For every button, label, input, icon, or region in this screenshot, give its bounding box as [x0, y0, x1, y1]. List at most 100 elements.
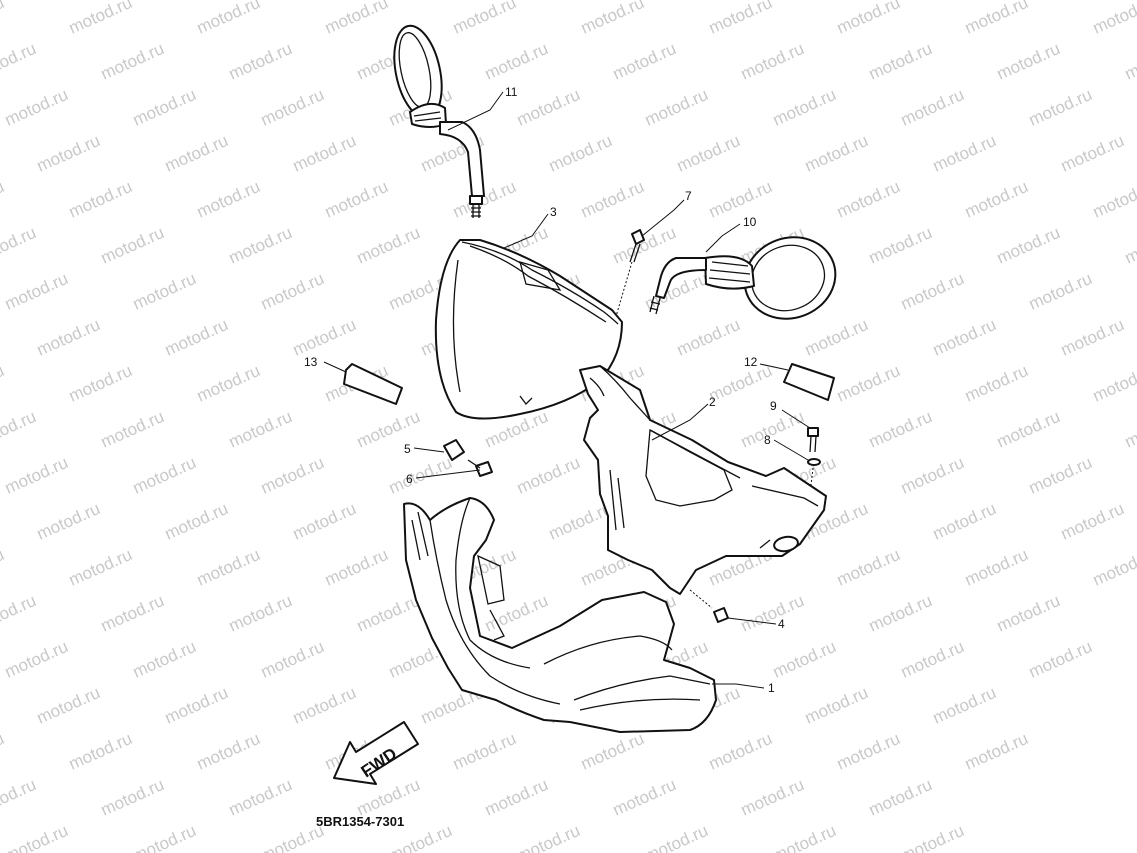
watermark-text: motod.ru — [1122, 223, 1137, 268]
watermark-text: motod.ru — [194, 361, 263, 406]
watermark-text: motod.ru — [898, 269, 967, 314]
watermark-text: motod.ru — [1058, 131, 1127, 176]
watermark-text: motod.ru — [1026, 85, 1095, 130]
watermark-text: motod.ru — [482, 39, 551, 84]
watermark-text: motod.ru — [994, 407, 1063, 452]
callouts: 11 3 7 10 13 12 2 9 8 5 6 4 1 — [304, 85, 785, 695]
watermark-text: motod.ru — [2, 269, 71, 314]
watermark-text: motod.ru — [450, 177, 519, 222]
watermark-text: motod.ru — [770, 821, 839, 853]
watermark-text: motod.ru — [706, 729, 775, 774]
watermark-text: motod.ru — [130, 85, 199, 130]
watermark-text: motod.ru — [802, 315, 871, 360]
watermark-text: motod.ru — [578, 0, 647, 38]
watermark-text: motod.ru — [66, 361, 135, 406]
watermark-text: motod.ru — [322, 545, 391, 590]
watermark-text: motod.ru — [1090, 177, 1137, 222]
watermark-text: motod.ru — [1090, 0, 1137, 38]
callout-5: 5 — [404, 442, 411, 456]
watermark-text: motod.ru — [0, 361, 7, 406]
watermark-text: motod.ru — [834, 0, 903, 38]
watermark-text: motod.ru — [1090, 361, 1137, 406]
watermark-text: motod.ru — [642, 821, 711, 853]
watermark-text: motod.ru — [738, 407, 807, 452]
callout-4: 4 — [778, 617, 785, 631]
watermark-text: motod.ru — [802, 131, 871, 176]
watermark-text: motod.ru — [866, 223, 935, 268]
watermark-text: motod.ru — [258, 269, 327, 314]
callout-8: 8 — [764, 433, 771, 447]
watermark-text: motod.ru — [66, 0, 135, 38]
watermark-text: motod.ru — [1090, 545, 1137, 590]
watermark-text: motod.ru — [770, 637, 839, 682]
watermark-text: motod.ru — [898, 637, 967, 682]
watermark-text: motod.ru — [98, 591, 167, 636]
watermark-text: motod.ru — [34, 131, 103, 176]
watermark-text: motod.ru — [514, 85, 583, 130]
callout-13: 13 — [304, 355, 318, 369]
watermark-text: motod.ru — [322, 0, 391, 38]
watermark-text: motod.ru — [290, 315, 359, 360]
label-12 — [783, 363, 835, 401]
right-mirror — [649, 236, 837, 320]
watermark-text: motod.ru — [962, 545, 1031, 590]
watermark-text: motod.ru — [994, 39, 1063, 84]
watermark-text: motod.ru — [706, 0, 775, 38]
watermark-text: motod.ru — [450, 0, 519, 38]
watermark-text: motod.ru — [610, 775, 679, 820]
watermark-text: motod.ru — [354, 591, 423, 636]
watermark-text: motod.ru — [610, 223, 679, 268]
watermark-text: motod.ru — [66, 545, 135, 590]
inner-panel — [579, 365, 827, 595]
watermark-text: motod.ru — [354, 223, 423, 268]
watermark-text: motod.ru — [162, 499, 231, 544]
watermark-text: motod.ru — [98, 407, 167, 452]
watermark-text: motod.ru — [482, 775, 551, 820]
watermark-text: motod.ru — [258, 453, 327, 498]
watermark-text: motod.ru — [962, 0, 1031, 38]
watermark-text: motod.ru — [130, 637, 199, 682]
watermark-text: motod.ru — [0, 407, 39, 452]
watermark-text: motod.ru — [834, 177, 903, 222]
watermark-text: motod.ru — [2, 637, 71, 682]
watermark-text: motod.ru — [770, 85, 839, 130]
watermark-text: motod.ru — [130, 453, 199, 498]
watermark-text: motod.ru — [866, 775, 935, 820]
watermark-text: motod.ru — [610, 39, 679, 84]
watermark-text: motod.ru — [930, 131, 999, 176]
watermark-text: motod.ru — [34, 315, 103, 360]
watermark-text: motod.ru — [738, 775, 807, 820]
screw-6 — [467, 459, 493, 477]
watermark-text: motod.ru — [930, 499, 999, 544]
watermark-text: motod.ru — [354, 407, 423, 452]
watermark-text: motod.ru — [834, 545, 903, 590]
watermark-text: motod.ru — [290, 131, 359, 176]
drawing-code: 5BR1354-7301 — [316, 814, 404, 829]
watermark-text: motod.ru — [674, 131, 743, 176]
watermark-text: motod.ru — [898, 821, 967, 853]
clip-5 — [443, 439, 465, 461]
watermark-text: motod.ru — [962, 729, 1031, 774]
watermark-text: motod.ru — [2, 821, 71, 853]
watermark-text: motod.ru — [578, 177, 647, 222]
watermark-text: motod.ru — [66, 729, 135, 774]
watermark-text: motod.ru — [738, 39, 807, 84]
watermark-text: motod.ru — [130, 269, 199, 314]
watermark-text: motod.ru — [738, 591, 807, 636]
watermark-text: motod.ru — [194, 177, 263, 222]
watermark-text: motod.ru — [0, 177, 7, 222]
watermark-text: motod.ru — [706, 177, 775, 222]
front-cover — [434, 239, 623, 420]
callout-10: 10 — [743, 215, 757, 229]
callout-6: 6 — [406, 472, 413, 486]
label-13 — [343, 363, 403, 405]
watermark-text: motod.ru — [674, 315, 743, 360]
watermark-text: motod.ru — [322, 177, 391, 222]
watermark-text: motod.ru — [98, 223, 167, 268]
watermark-text: motod.ru — [834, 361, 903, 406]
watermark-text: motod.ru — [514, 821, 583, 853]
watermark-text: motod.ru — [98, 39, 167, 84]
watermark-text: motod.ru — [994, 223, 1063, 268]
